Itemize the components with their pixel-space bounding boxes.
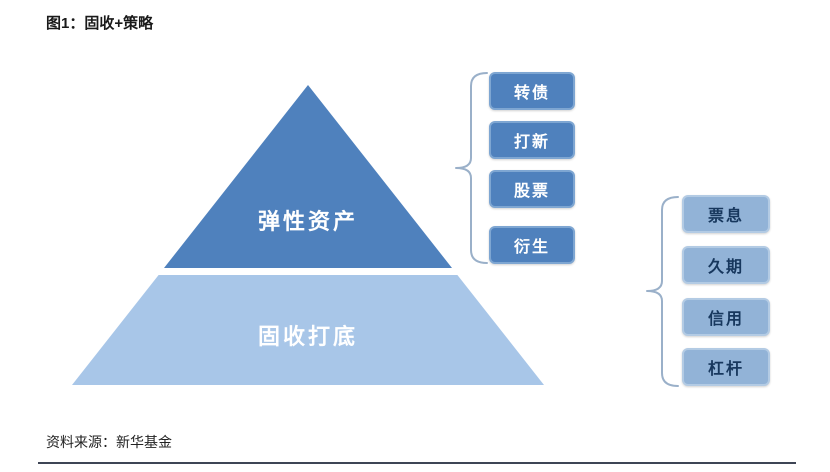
elastic-brace-icon xyxy=(455,72,488,264)
figure-title: 图1：固收+策略 xyxy=(46,15,154,32)
pyramid-bottom-section xyxy=(72,275,544,385)
fixed-item-coupon: 票息 xyxy=(682,195,770,233)
bottom-divider xyxy=(38,462,796,464)
fixed-item-leverage: 杠杆 xyxy=(682,348,770,386)
pyramid-top-section xyxy=(164,85,452,268)
source-note: 资料来源：新华基金 xyxy=(46,434,172,450)
pyramid-bottom-label: 固收打底 xyxy=(258,324,358,349)
elastic-item-derivatives: 衍生 xyxy=(489,226,575,264)
elastic-item-convertible-bonds: 转债 xyxy=(489,72,575,110)
fixed-item-credit: 信用 xyxy=(682,298,770,336)
fixed-brace-icon xyxy=(646,196,679,387)
elastic-item-stocks: 股票 xyxy=(489,170,575,208)
fixed-item-duration: 久期 xyxy=(682,246,770,284)
elastic-item-ipo-subscription: 打新 xyxy=(489,121,575,159)
pyramid-top-label: 弹性资产 xyxy=(258,209,358,234)
